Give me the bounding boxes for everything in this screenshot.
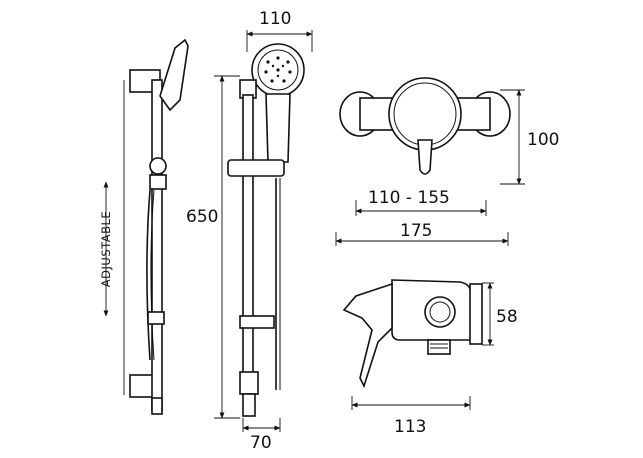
rail-end-cap [151,397,163,415]
rail-clip-front [239,315,275,329]
valve-side-view: 58 113 [342,279,518,437]
riser-rail [151,79,163,411]
valve-width-dimension: 175 [400,221,432,241]
wall-plate [469,283,483,345]
spray-nozzles [264,56,292,83]
adjustable-label: ADJUSTABLE [99,211,113,287]
centres-range-dimension: 110 - 155 [368,188,450,208]
rail-kit-front-view: 110 650 70 [186,9,313,453]
rail-clip [147,311,165,325]
outlet-connector [427,339,451,355]
slider-knob [149,157,167,175]
rail-bottom-end [242,393,256,417]
handset-handle [265,93,291,163]
bottom-rail-bracket [239,371,259,395]
valve-front-view: 100 110 - 155 175 [335,77,559,246]
side-depth-dimension: 113 [394,417,426,437]
rail-front [242,94,254,396]
shower-hose [146,189,151,361]
outlet-ring [424,296,456,328]
slider-body [149,174,167,190]
rail-kit-side-view: ADJUSTABLE [99,38,189,415]
handset-side [159,38,189,112]
valve-height-dimension: 100 [527,130,559,150]
valve-lever [417,139,433,175]
handset-width-dimension: 110 [259,9,291,29]
lever-side [342,282,393,389]
rail-height-dimension: 650 [186,207,218,227]
side-height-dimension: 58 [496,307,518,327]
rail-slider [227,159,285,177]
rail-depth-dimension: 70 [250,433,272,453]
